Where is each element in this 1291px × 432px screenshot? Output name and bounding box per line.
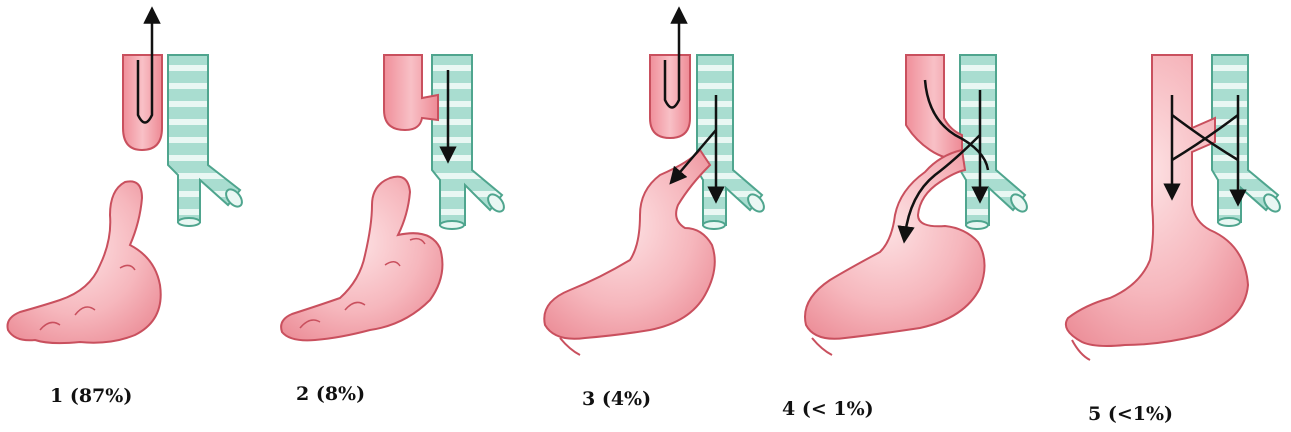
variant-2 (281, 55, 507, 340)
stomach (805, 150, 985, 339)
upper-esophageal-pouch (384, 55, 438, 130)
variant-4 (805, 55, 1030, 355)
variant-4-label: 4 (< 1%) (782, 398, 874, 420)
variant-2-label: 2 (8%) (296, 383, 365, 405)
stomach (8, 181, 161, 343)
upper-esophageal-pouch (906, 55, 962, 160)
variant-1-label: 1 (87%) (50, 385, 132, 407)
stomach (544, 150, 714, 339)
trachea (960, 55, 1030, 229)
variant-1 (8, 15, 246, 343)
variant-5 (1066, 55, 1283, 360)
trachea (432, 55, 507, 229)
upper-esophageal-pouch (123, 55, 162, 150)
variant-3-label: 3 (4%) (582, 388, 651, 410)
trachea (697, 55, 767, 229)
trachea (1212, 55, 1283, 226)
variant-5-label: 5 (<1%) (1088, 403, 1173, 425)
trachea (168, 55, 245, 226)
variant-3 (544, 15, 767, 355)
stomach (281, 177, 442, 341)
upper-esophageal-pouch (650, 55, 690, 138)
